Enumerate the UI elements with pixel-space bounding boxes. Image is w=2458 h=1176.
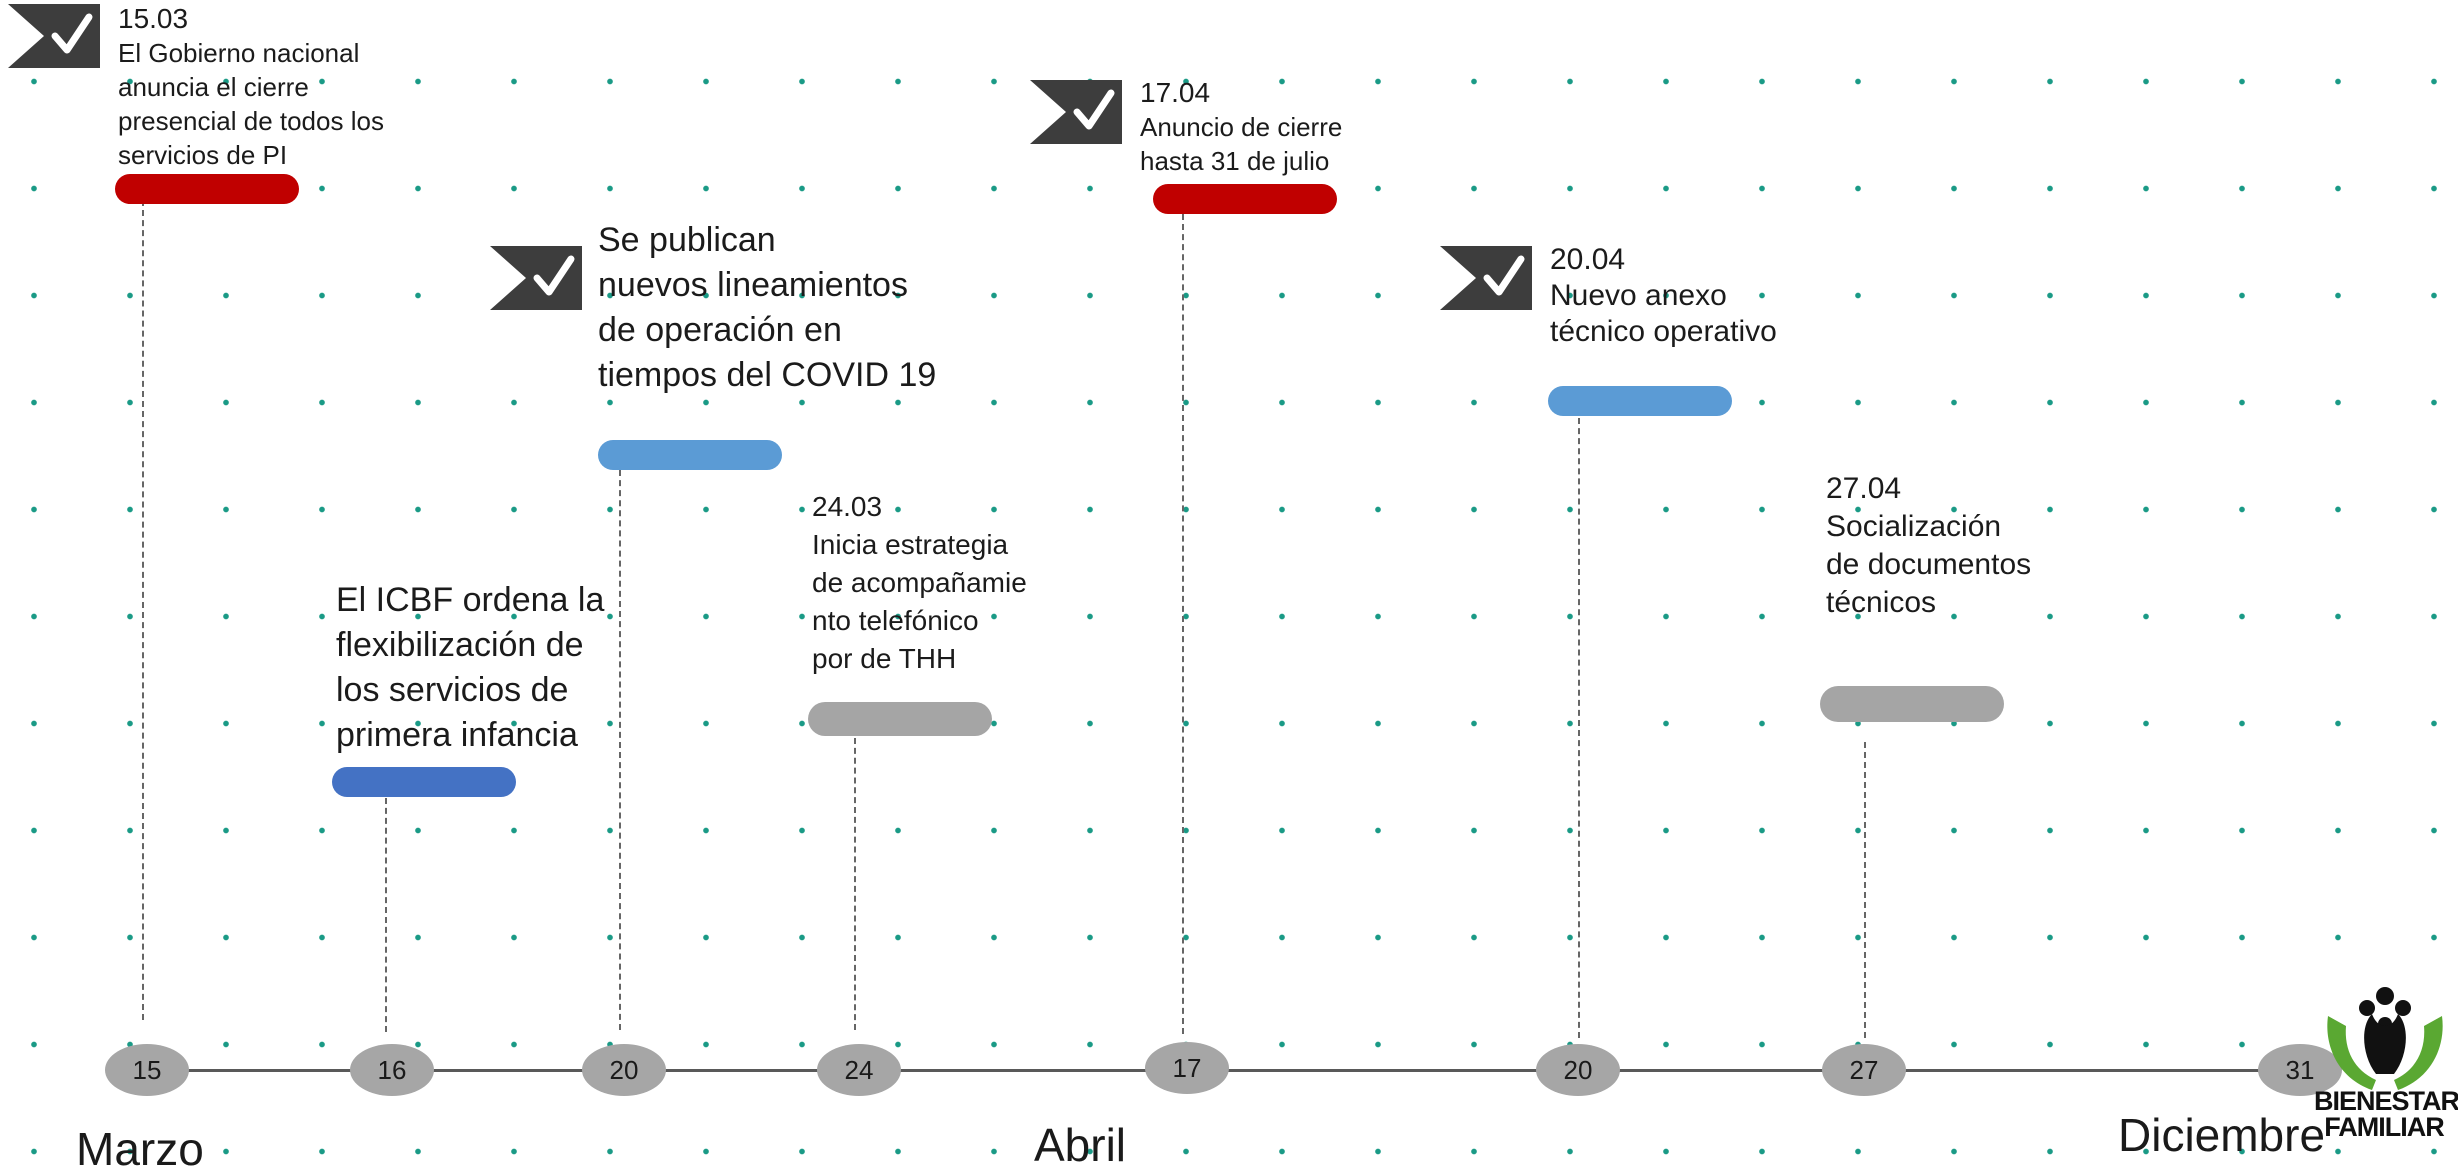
event-line: Se publican — [598, 221, 776, 259]
event-line: Inicia estrategia — [812, 529, 1009, 560]
event-line: Nuevo anexo — [1550, 279, 1727, 312]
event-bar-5 — [1153, 184, 1337, 214]
event-date: 17.04 — [1140, 77, 1211, 108]
event-line: técnico operativo — [1550, 315, 1777, 348]
month-label-diciembre: Diciembre — [2118, 1109, 2326, 1161]
event-bar-1 — [115, 174, 299, 204]
day-node: 31 — [2258, 1044, 2342, 1096]
event-line: El Gobierno nacional — [118, 38, 360, 68]
event-line: presencial de todos los — [118, 106, 384, 136]
logo-line: FAMILIAR — [2324, 1112, 2445, 1142]
event-line: nuevos lineamientos — [598, 266, 908, 304]
event-line: técnicos — [1826, 586, 1937, 619]
event-bar-6 — [1548, 386, 1732, 416]
connector-line-2 — [385, 798, 387, 1032]
event-line: hasta 31 de julio — [1140, 146, 1330, 176]
event-line: los servicios de — [336, 671, 569, 709]
day-node: 16 — [350, 1044, 434, 1096]
event-line: flexibilización de — [336, 626, 584, 664]
event-bar-7 — [1820, 686, 2004, 722]
checkmark-flag-icon — [1440, 246, 1532, 310]
logo-text: BIENESTAR FAMILIAR — [2314, 1086, 2458, 1142]
event-date: 24.03 — [812, 491, 883, 522]
bienestar-familiar-logo — [2327, 987, 2443, 1090]
connector-line-1 — [142, 200, 144, 1020]
month-label-marzo: Marzo — [76, 1123, 204, 1175]
connector-line-6 — [1578, 418, 1580, 1038]
event-text-1: 15.03 El Gobierno nacional anuncia el ci… — [118, 2, 384, 172]
day-node: 27 — [1822, 1044, 1906, 1096]
event-date: 20.04 — [1550, 243, 1626, 276]
event-line: de operación en — [598, 311, 842, 349]
event-line: de documentos — [1826, 548, 2032, 581]
checkmark-flag-icon — [1030, 80, 1122, 144]
event-text-3: Se publican nuevos lineamientos de opera… — [598, 218, 936, 398]
day-node: 17 — [1145, 1042, 1229, 1094]
event-line: tiempos del COVID 19 — [598, 356, 937, 394]
event-bar-3 — [598, 440, 782, 470]
day-node: 20 — [1536, 1044, 1620, 1096]
event-line: nto telefónico — [812, 605, 979, 636]
event-line: por de THH — [812, 643, 957, 674]
event-text-4: 24.03 Inicia estrategia de acompañamie n… — [812, 488, 1027, 678]
checkmark-flag-icon — [490, 246, 582, 310]
event-text-5: 17.04 Anuncio de cierre hasta 31 de juli… — [1140, 76, 1342, 178]
event-date: 15.03 — [118, 3, 189, 34]
day-node: 15 — [105, 1044, 189, 1096]
event-line: primera infancia — [336, 716, 578, 754]
event-line: Socialización — [1826, 510, 2002, 543]
event-text-7: 27.04 Socialización de documentos técnic… — [1826, 470, 2031, 622]
connector-line-5 — [1182, 214, 1184, 1034]
logo-line: BIENESTAR — [2314, 1086, 2458, 1116]
event-line: servicios de PI — [118, 140, 288, 170]
event-bar-4 — [808, 702, 992, 736]
connector-line-3 — [619, 470, 621, 1030]
event-line: El ICBF ordena la — [336, 581, 605, 619]
event-text-2: El ICBF ordena la flexibilización de los… — [336, 578, 604, 758]
connector-line-4 — [854, 738, 856, 1030]
checkmark-flag-icon — [8, 4, 100, 68]
event-line: anuncia el cierre — [118, 72, 309, 102]
event-bar-2 — [332, 767, 516, 797]
month-label-abril: Abril — [1034, 1119, 1127, 1171]
day-node: 24 — [817, 1044, 901, 1096]
day-node: 20 — [582, 1044, 666, 1096]
event-text-6: 20.04 Nuevo anexo técnico operativo — [1550, 242, 1777, 350]
event-line: Anuncio de cierre — [1140, 112, 1343, 142]
event-line: de acompañamie — [812, 567, 1027, 598]
connector-line-7 — [1864, 742, 1866, 1038]
event-date: 27.04 — [1826, 472, 1902, 505]
